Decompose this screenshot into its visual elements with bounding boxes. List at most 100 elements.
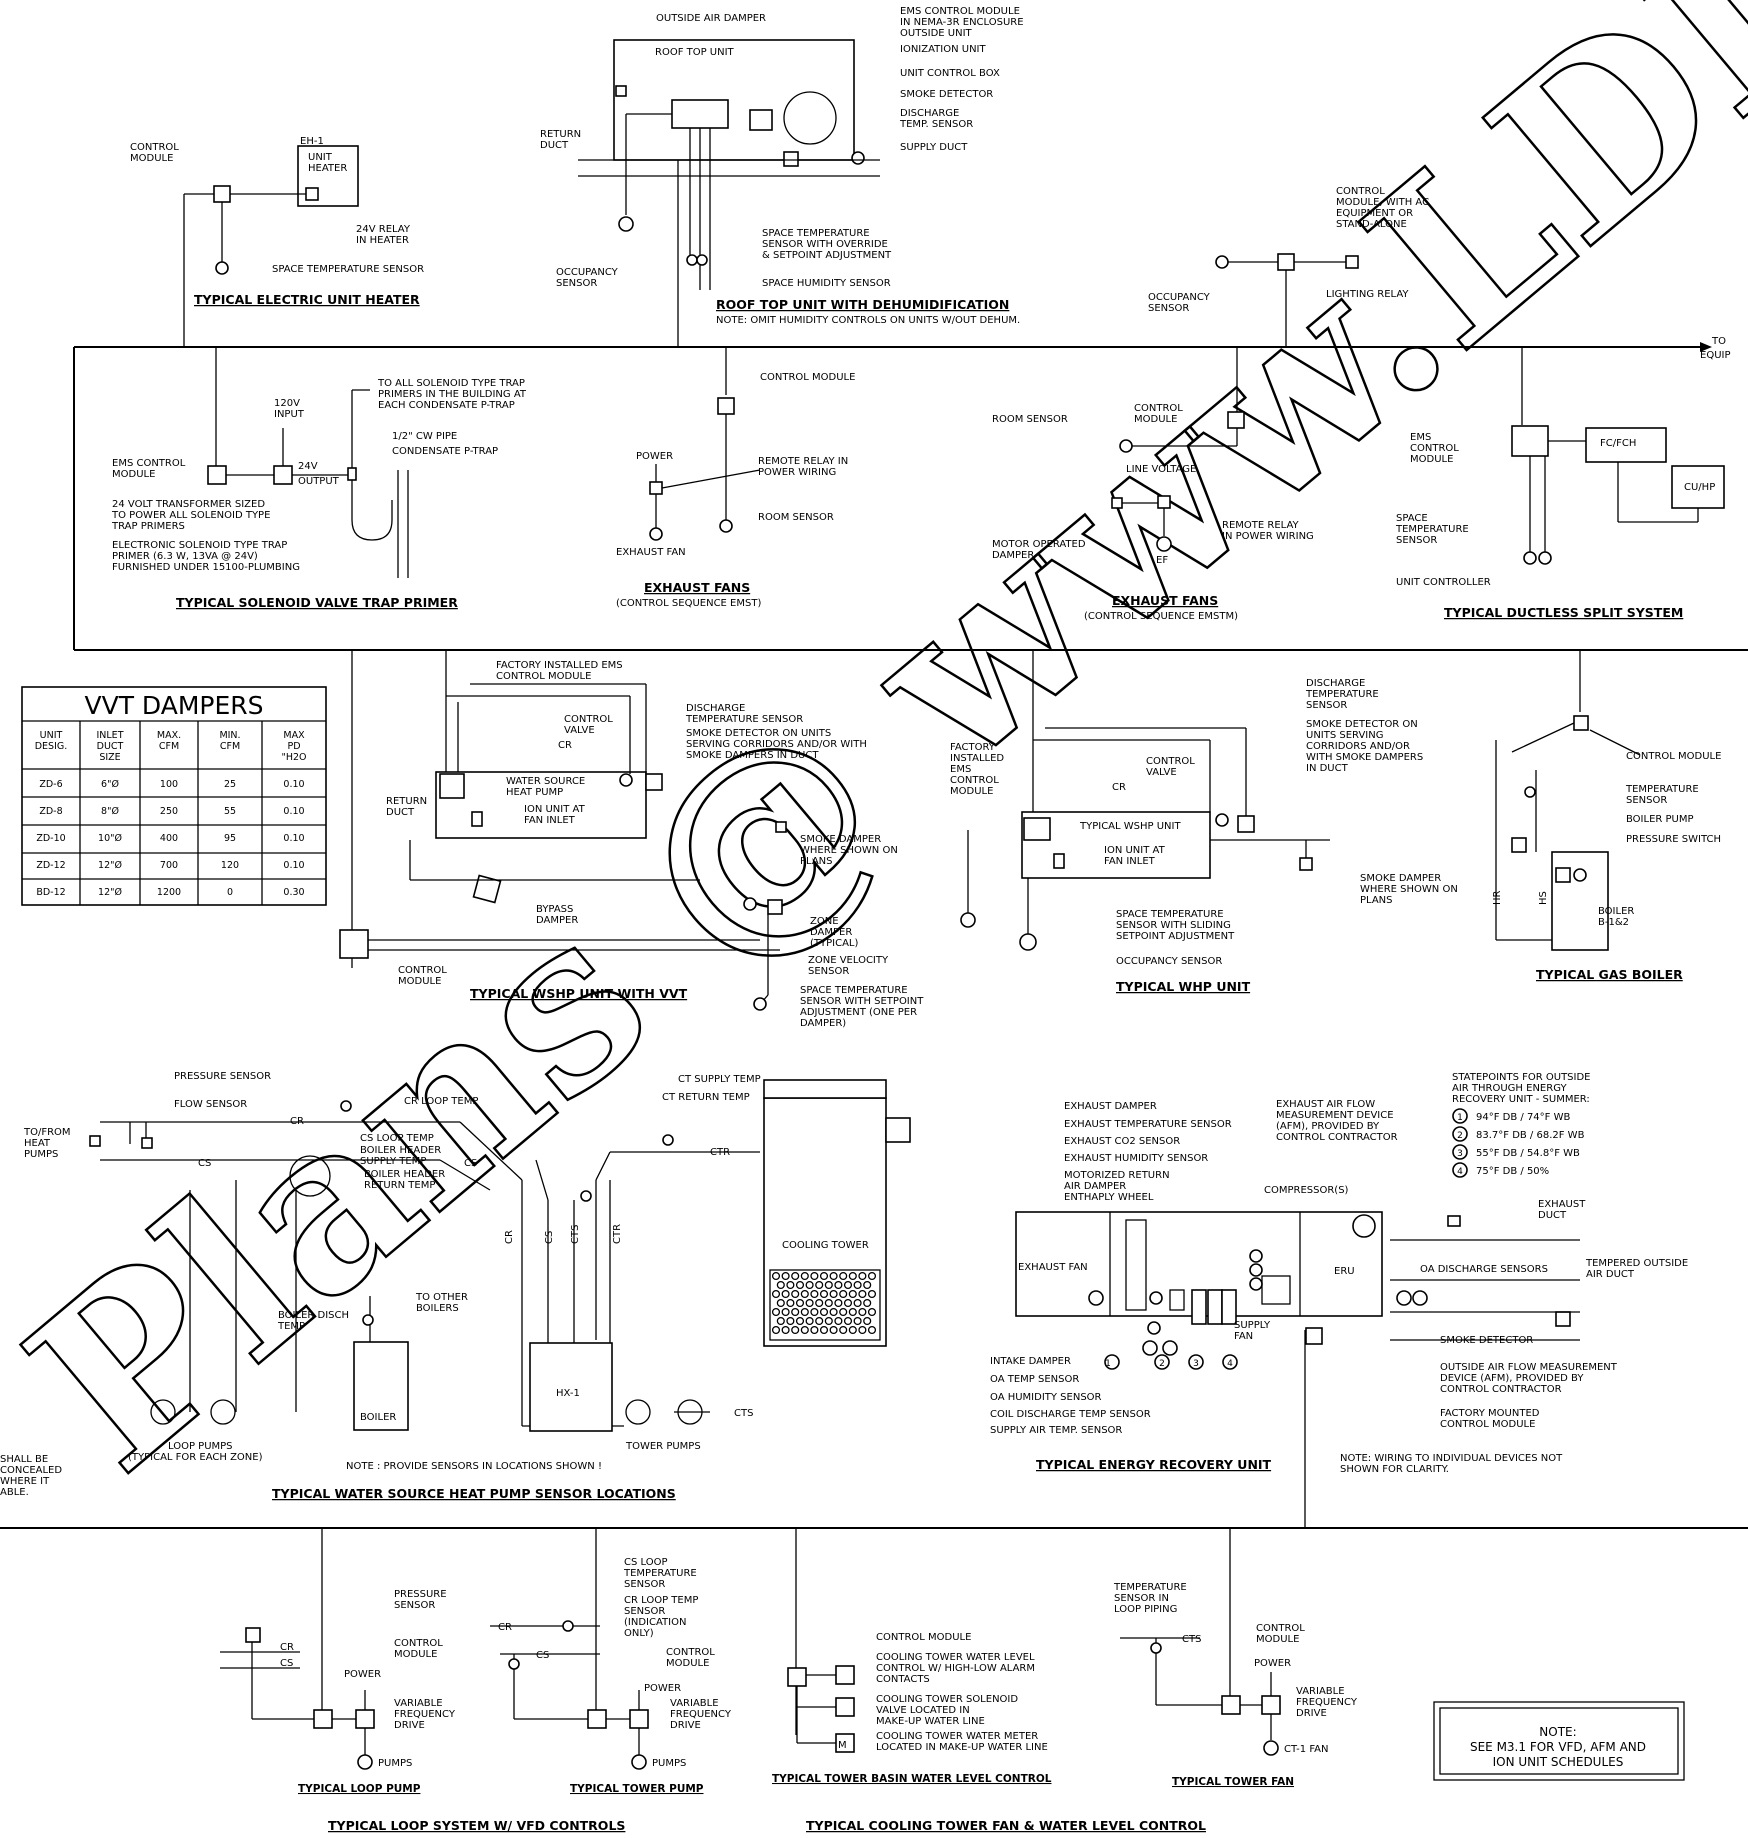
svg-text:OUTSIDE AIR FLOW MEASUREMENT: OUTSIDE AIR FLOW MEASUREMENT — [1440, 1362, 1618, 1373]
fill-cell — [858, 1325, 867, 1335]
ductless-title: TYPICAL DUCTLESS SPLIT SYSTEM — [1444, 605, 1683, 620]
svg-text:CR: CR — [1112, 782, 1126, 793]
svg-text:CONTROL MODULE: CONTROL MODULE — [1440, 1419, 1535, 1430]
fill-cell — [786, 1316, 795, 1326]
vvt-header-cell: MAX. — [157, 730, 181, 741]
fill-cell — [781, 1325, 790, 1335]
svg-text:AIR DAMPER: AIR DAMPER — [1064, 1181, 1126, 1192]
svg-text:PRIMERS IN THE BUILDING AT: PRIMERS IN THE BUILDING AT — [378, 389, 527, 400]
svg-text:MEASUREMENT DEVICE: MEASUREMENT DEVICE — [1276, 1110, 1394, 1121]
fill-cell — [867, 1325, 877, 1335]
svg-text:TO OTHER: TO OTHER — [415, 1292, 468, 1303]
fill-cell — [771, 1289, 781, 1299]
fill-cell — [839, 1271, 848, 1281]
vvt-table-cell: 10"Ø — [98, 833, 122, 844]
svg-text:SENSOR: SENSOR — [1148, 303, 1189, 314]
bottom-section: TYPICAL LOOP SYSTEM W/ VFD CONTROLS TYPI… — [328, 1701, 1685, 1833]
svg-text:CONTROL: CONTROL — [398, 965, 447, 976]
svg-text:MODULE: MODULE — [1134, 414, 1177, 425]
fill-cell — [834, 1316, 843, 1326]
svg-text:TEMP. SENSOR: TEMP. SENSOR — [899, 119, 973, 130]
fill-cell — [805, 1280, 814, 1290]
svg-text:CTR: CTR — [612, 1224, 623, 1244]
svg-text:ZONE VELOCITY: ZONE VELOCITY — [808, 955, 889, 966]
svg-text:CONTROL: CONTROL — [1336, 186, 1385, 197]
exhaust-fans-1-title: EXHAUST FANS — [644, 580, 750, 595]
fill-cell — [867, 1289, 877, 1299]
svg-text:STAND-ALONE: STAND-ALONE — [1336, 219, 1407, 230]
cooling-tower-title: TYPICAL COOLING TOWER FAN & WATER LEVEL … — [806, 1818, 1206, 1833]
svg-text:DAMPER: DAMPER — [536, 915, 578, 926]
svg-text:MOTORIZED RETURN: MOTORIZED RETURN — [1064, 1170, 1170, 1181]
svg-text:SENSOR IN: SENSOR IN — [1114, 1593, 1169, 1604]
svg-text:UNIT CONTROL BOX: UNIT CONTROL BOX — [900, 68, 1000, 79]
svg-text:HEATER: HEATER — [308, 163, 347, 174]
svg-text:ADJUSTMENT (ONE PER: ADJUSTMENT (ONE PER — [800, 1007, 917, 1018]
fill-cell — [781, 1289, 790, 1299]
rtu-section: ROOF TOP UNIT OUTSIDE AIR DAMPER EMS CON… — [540, 6, 1024, 326]
boiler-section: CONTROL MODULE TEMPERATURE SENSOR BOILER… — [1492, 715, 1721, 982]
svg-text:2: 2 — [1457, 1131, 1463, 1141]
vvt-table-cell: 25 — [224, 779, 236, 790]
vvt-table-cell: ZD-12 — [36, 860, 65, 871]
svg-text:VALVE: VALVE — [564, 725, 595, 736]
fill-cell — [795, 1280, 805, 1290]
vvt-table: VVT DAMPERS UNITDESIG.INLETDUCTSIZEMAX.C… — [21, 686, 327, 906]
fill-cell — [824, 1280, 833, 1290]
svg-text:LOOP PUMPS: LOOP PUMPS — [168, 1441, 233, 1452]
fill-cell — [834, 1298, 843, 1308]
vvt-table-cell: ZD-6 — [39, 779, 62, 790]
svg-text:EMS CONTROL MODULE: EMS CONTROL MODULE — [900, 6, 1020, 17]
svg-text:FACTORY MOUNTED: FACTORY MOUNTED — [1440, 1408, 1540, 1419]
svg-text:NOTE:: NOTE: — [1539, 1725, 1576, 1739]
svg-text:FC/FCH: FC/FCH — [1600, 438, 1636, 449]
svg-text:DRIVE: DRIVE — [394, 1720, 425, 1731]
fill-cell — [867, 1271, 877, 1281]
svg-text:75°F DB / 50%: 75°F DB / 50% — [1476, 1166, 1549, 1177]
svg-text:24V: 24V — [298, 461, 318, 472]
fill-cell — [791, 1325, 800, 1335]
vvt-header-cell: INLET — [96, 730, 123, 741]
svg-text:FACTORY: FACTORY — [950, 742, 996, 753]
svg-text:TO ALL SOLENOID TYPE TRAP: TO ALL SOLENOID TYPE TRAP — [377, 378, 525, 389]
svg-text:(INDICATION: (INDICATION — [624, 1617, 686, 1628]
fill-cell — [848, 1289, 857, 1299]
svg-text:CONTROL MODULE: CONTROL MODULE — [1626, 751, 1721, 762]
svg-text:CR: CR — [558, 740, 572, 751]
svg-text:LIGHTING RELAY: LIGHTING RELAY — [1326, 289, 1409, 300]
svg-text:ZONE: ZONE — [810, 916, 839, 927]
svg-text:CS: CS — [464, 1158, 477, 1169]
svg-text:ROOM SENSOR: ROOM SENSOR — [758, 512, 834, 523]
svg-text:TRAP PRIMERS: TRAP PRIMERS — [111, 521, 185, 532]
svg-text:PRESSURE: PRESSURE — [394, 1589, 447, 1600]
svg-text:LOOP PIPING: LOOP PIPING — [1114, 1604, 1177, 1615]
svg-text:SPACE: SPACE — [1396, 513, 1428, 524]
svg-text:CS LOOP TEMP: CS LOOP TEMP — [360, 1133, 434, 1144]
svg-text:SERVING CORRIDORS AND/OR WITH: SERVING CORRIDORS AND/OR WITH — [686, 739, 867, 750]
svg-text:BOILER HEADER: BOILER HEADER — [364, 1169, 445, 1180]
vvt-table-cell: 250 — [160, 806, 178, 817]
fill-cell — [771, 1271, 781, 1281]
svg-text:DISCHARGE: DISCHARGE — [900, 108, 959, 119]
vvt-table-cell: 1200 — [157, 887, 181, 898]
svg-text:SUPPLY DUCT: SUPPLY DUCT — [900, 142, 968, 153]
loop-system-title: TYPICAL LOOP SYSTEM W/ VFD CONTROLS — [328, 1818, 625, 1833]
svg-text:CU/HP: CU/HP — [1684, 482, 1715, 493]
svg-text:ION UNIT AT: ION UNIT AT — [1104, 845, 1166, 856]
svg-text:EXHAUST CO2 SENSOR: EXHAUST CO2 SENSOR — [1064, 1136, 1180, 1147]
fill-cell — [839, 1289, 848, 1299]
svg-text:CONTROL: CONTROL — [950, 775, 999, 786]
svg-text:TEMPERATURE: TEMPERATURE — [1305, 689, 1379, 700]
fill-cell — [858, 1271, 867, 1281]
svg-text:ERU: ERU — [1334, 1266, 1355, 1277]
svg-text:HS: HS — [1538, 891, 1549, 905]
vvt-header-cell: CFM — [159, 741, 179, 752]
svg-text:WHERE IT: WHERE IT — [0, 1476, 50, 1487]
fill-cell — [863, 1298, 872, 1308]
fill-cell — [848, 1325, 857, 1335]
fill-cell — [829, 1325, 838, 1335]
svg-text:DAMPER: DAMPER — [992, 550, 1034, 561]
svg-text:DAMPER): DAMPER) — [800, 1018, 846, 1029]
fill-cell — [819, 1271, 829, 1281]
svg-text:UNIT CONTROLLER: UNIT CONTROLLER — [1396, 577, 1491, 588]
